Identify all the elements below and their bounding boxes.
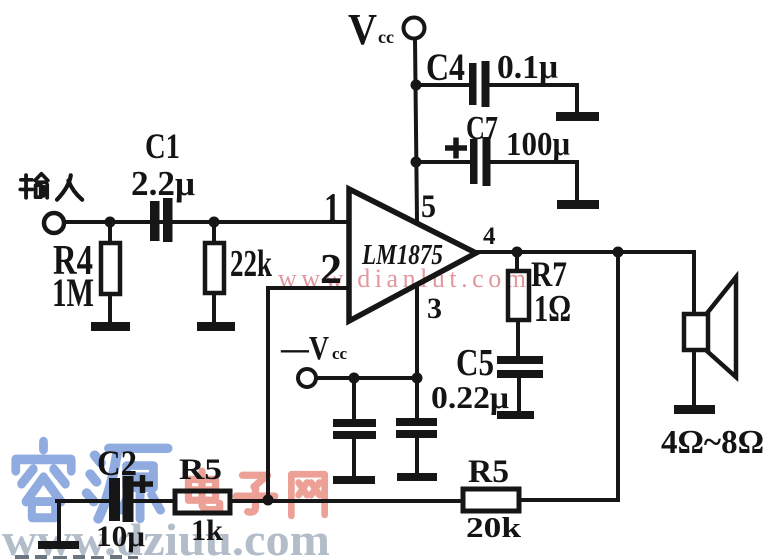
svg-text:10μ: 10μ: [96, 520, 145, 553]
svg-text:C1: C1: [145, 126, 180, 166]
svg-text:C5: C5: [456, 342, 494, 384]
svg-text:1k: 1k: [191, 514, 223, 547]
svg-text:3: 3: [427, 292, 442, 325]
svg-text:cc: cc: [378, 27, 394, 47]
svg-text:R5: R5: [468, 454, 509, 490]
svg-text:5: 5: [421, 189, 436, 225]
svg-text:LM1875: LM1875: [361, 239, 443, 271]
svg-text:2: 2: [320, 247, 342, 293]
svg-text:1Ω: 1Ω: [534, 288, 571, 330]
svg-text:22k: 22k: [230, 243, 273, 285]
svg-text:4: 4: [483, 223, 496, 250]
svg-text:1: 1: [324, 186, 340, 232]
svg-text:cc: cc: [332, 344, 348, 363]
svg-text:20k: 20k: [466, 512, 522, 544]
svg-text:—V: —V: [280, 330, 329, 367]
svg-text:R7: R7: [531, 254, 567, 294]
svg-text:0.22μ: 0.22μ: [431, 379, 509, 415]
svg-text:4Ω~8Ω: 4Ω~8Ω: [661, 424, 764, 461]
svg-text:V: V: [348, 5, 377, 54]
svg-text:C2: C2: [97, 443, 137, 483]
svg-text:www.dziuu.com: www.dziuu.com: [2, 514, 330, 559]
svg-text:R4: R4: [53, 238, 93, 284]
svg-text:C4: C4: [426, 46, 465, 89]
svg-text:100μ: 100μ: [506, 126, 570, 163]
svg-text:2.2μ: 2.2μ: [131, 164, 195, 203]
svg-text:0.1μ: 0.1μ: [497, 49, 558, 86]
svg-text:C7: C7: [466, 110, 498, 147]
svg-text:1M: 1M: [52, 270, 94, 315]
svg-text:R5: R5: [179, 453, 222, 486]
